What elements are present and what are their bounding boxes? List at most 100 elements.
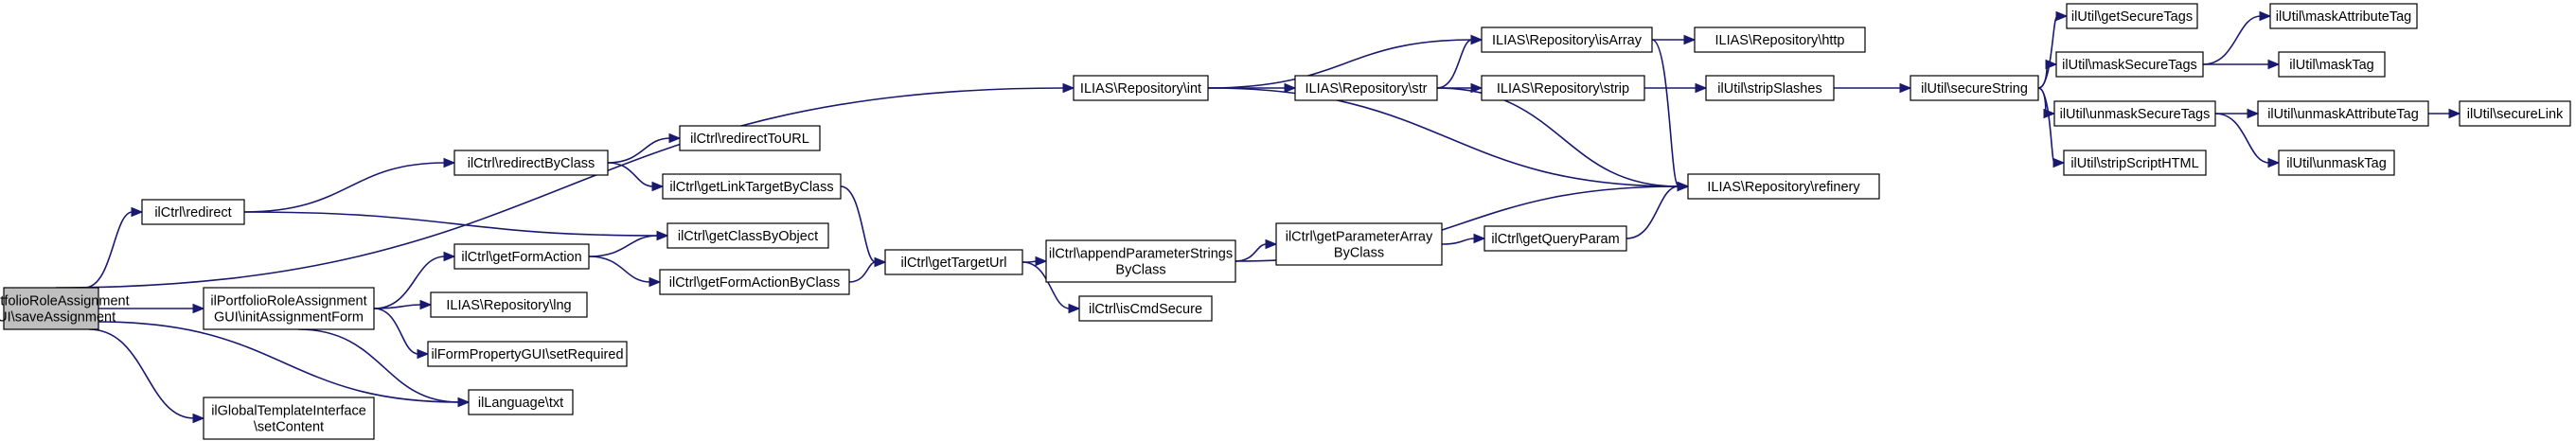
- node-label: ILIAS\Repository\str: [1306, 81, 1428, 97]
- node-redirectbyclass[interactable]: ilCtrl\redirectByClass: [453, 150, 609, 176]
- node-box: [453, 243, 590, 270]
- node-getlinktarget[interactable]: ilCtrl\getLinkTargetByClass: [662, 173, 842, 200]
- edge-masksecuretags-to-maskattributetag: [2202, 10, 2272, 65]
- node-securelink[interactable]: ilUtil\secureLink: [2459, 100, 2571, 127]
- node-setcontent[interactable]: ilGlobalTemplateInterface\setContent: [203, 397, 375, 440]
- node-securestring[interactable]: ilUtil\secureString: [1910, 75, 2039, 101]
- node-label: ILIAS\Repository\isArray: [1492, 33, 1643, 48]
- edge-line: [1436, 87, 1679, 187]
- edge-redirect-to-redirectbyclass: [243, 157, 456, 213]
- node-label: ilUtil\unmaskAttributeTag: [2267, 107, 2419, 122]
- node-getqueryparam[interactable]: ilCtrl\getQueryParam: [1483, 225, 1627, 252]
- node-box: [2053, 100, 2216, 127]
- node-box: [2257, 100, 2429, 127]
- edge-initform-to-getformaction: [373, 251, 456, 309]
- node-box: [659, 269, 850, 295]
- node-box: [430, 291, 588, 318]
- edge-line: [1235, 243, 1268, 262]
- edge-getparamarray-to-getqueryparam: [1441, 233, 1486, 245]
- node-box: [662, 173, 842, 200]
- node-box: [884, 249, 1023, 275]
- edge-getlinktarget-to-gettargeturl: [840, 185, 887, 268]
- node-label: ilCtrl\getQueryParam: [1491, 232, 1619, 247]
- node-masksecuretags[interactable]: ilUtil\maskSecureTags: [2055, 51, 2204, 78]
- node-box: [2063, 150, 2207, 176]
- node-redirecttourl[interactable]: ilCtrl\redirectToURL: [679, 125, 821, 151]
- node-label: ilCtrl\isCmdSecure: [1089, 302, 1202, 317]
- edge-arrowhead: [192, 413, 205, 424]
- node-label: ilCtrl\getClassByObject: [678, 229, 818, 244]
- edge-initform-to-lng: [373, 299, 433, 310]
- node-label: ilPortfolioRoleAssignment: [0, 294, 130, 309]
- node-redirect[interactable]: ilCtrl\redirect: [141, 199, 245, 225]
- node-label: ByClass: [1334, 246, 1384, 261]
- edge-arrowhead: [419, 299, 433, 310]
- node-box: [2278, 150, 2395, 176]
- edge-line: [588, 256, 651, 283]
- call-graph-nodes: ilPortfolioRoleAssignmentGUI\saveAssignm…: [0, 3, 2571, 440]
- edge-arrowhead: [131, 206, 144, 218]
- node-label: ilCtrl\getFormActionByClass: [669, 275, 841, 291]
- node-masktag[interactable]: ilUtil\maskTag: [2278, 51, 2386, 78]
- node-label: GUI\initAssignmentForm: [214, 310, 364, 326]
- node-getclassbyobject[interactable]: ilCtrl\getClassByObject: [666, 222, 829, 249]
- node-initform[interactable]: ilPortfolioRoleAssignmentGUI\initAssignm…: [203, 287, 375, 330]
- edge-getformaction-to-getclassbyobject: [588, 230, 669, 257]
- node-label: ilCtrl\getFormAction: [461, 250, 581, 265]
- edge-line: [1207, 39, 1473, 89]
- node-save[interactable]: ilPortfolioRoleAssignmentGUI\saveAssignm…: [0, 287, 130, 330]
- edge-line: [607, 137, 671, 164]
- node-box: [2459, 100, 2571, 127]
- node-box: [2066, 3, 2198, 29]
- node-stripslashes[interactable]: ilUtil\stripSlashes: [1705, 75, 1835, 101]
- edge-getformaction-to-getformactionbyclass: [588, 256, 662, 288]
- edge-unmaskattributetag-to-securelink: [2428, 108, 2461, 119]
- node-getformaction[interactable]: ilCtrl\getFormAction: [453, 243, 590, 270]
- edge-line: [373, 304, 422, 309]
- edge-save-to-setcontent: [88, 328, 205, 424]
- node-getformactionbyclass[interactable]: ilCtrl\getFormActionByClass: [659, 269, 850, 295]
- node-iscmdsecure[interactable]: ilCtrl\isCmdSecure: [1078, 295, 1213, 322]
- node-box: [1483, 225, 1627, 252]
- node-label: ilUtil\getSecureTags: [2071, 9, 2193, 25]
- node-box: [3, 287, 99, 330]
- edge-arrowhead: [1473, 233, 1486, 244]
- node-label: ilCtrl\redirectToURL: [690, 132, 809, 147]
- edge-isarray-to-refinery: [1651, 39, 1690, 192]
- node-getsecuretags[interactable]: ilUtil\getSecureTags: [2066, 3, 2198, 29]
- node-gettargeturl[interactable]: ilCtrl\getTargetUrl: [884, 249, 1023, 275]
- node-maskattributetag[interactable]: ilUtil\maskAttributeTag: [2269, 3, 2418, 29]
- node-str[interactable]: ILIAS\Repository\str: [1294, 75, 1438, 101]
- node-box: [1694, 26, 1866, 53]
- edge-appendparam-to-getparamarray: [1235, 238, 1278, 262]
- node-isarray[interactable]: ILIAS\Repository\isArray: [1481, 26, 1653, 53]
- node-unmasktag[interactable]: ilUtil\unmaskTag: [2278, 150, 2395, 176]
- edge-line: [1626, 185, 1679, 239]
- node-label: ilCtrl\getParameterArray: [1286, 230, 1433, 245]
- node-unmaskattributetag[interactable]: ilUtil\unmaskAttributeTag: [2257, 100, 2429, 127]
- node-strip[interactable]: ILIAS\Repository\strip: [1481, 75, 1645, 101]
- node-http[interactable]: ILIAS\Repository\http: [1694, 26, 1866, 53]
- node-txt[interactable]: ilLanguage\txt: [468, 389, 574, 415]
- edge-arrowhead: [2055, 10, 2069, 22]
- node-box: [1275, 222, 1443, 266]
- edge-arrowhead: [192, 303, 205, 314]
- node-int[interactable]: ILIAS\Repository\int: [1073, 75, 1209, 101]
- node-box: [1481, 75, 1645, 101]
- edge-line: [1022, 261, 1071, 309]
- node-label: ILIAS\Repository\lng: [446, 298, 571, 313]
- node-unmasksecuretags[interactable]: ilUtil\unmaskSecureTags: [2053, 100, 2216, 127]
- node-stripscripthtml[interactable]: ilUtil\stripScriptHTML: [2063, 150, 2207, 176]
- node-refinery[interactable]: ILIAS\Repository\refinery: [1687, 173, 1880, 200]
- edge-line: [297, 328, 460, 403]
- node-label: ILIAS\Repository\strip: [1497, 81, 1629, 97]
- edge-line: [2037, 15, 2058, 89]
- node-label: ILIAS\Repository\http: [1714, 33, 1844, 48]
- node-lng[interactable]: ILIAS\Repository\lng: [430, 291, 588, 318]
- edge-line: [55, 87, 1065, 289]
- node-setrequired[interactable]: ilFormPropertyGUI\setRequired: [427, 341, 628, 367]
- edge-gettargeturl-to-appendparam: [1022, 256, 1048, 267]
- edge-line: [2037, 87, 2055, 164]
